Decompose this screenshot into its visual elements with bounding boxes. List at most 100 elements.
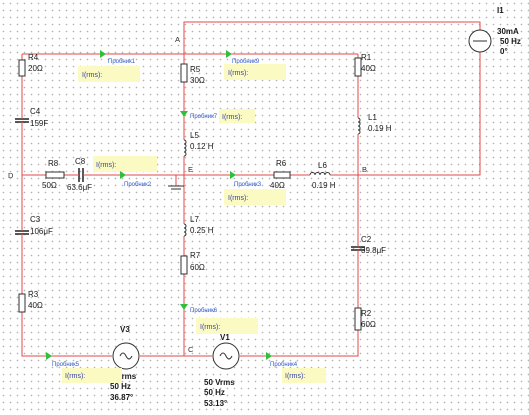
v1-amplitude: 50 Vrms: [204, 378, 235, 387]
probe-2-name: Пробник2: [124, 182, 152, 188]
probe-2[interactable]: Пробник2: [120, 171, 152, 188]
v3-frequency: 50 Hz: [110, 382, 131, 391]
capacitor-c8[interactable]: C8 63.6μF: [67, 157, 92, 192]
probe-4[interactable]: Пробник4 I(rms):: [266, 352, 326, 383]
r8-value: 50Ω: [42, 181, 57, 190]
l7-ref: L7: [190, 215, 199, 224]
probe-9-box: [224, 64, 286, 80]
c2-ref: C2: [361, 235, 372, 244]
current-source-i1[interactable]: I1 30mA 50 Hz 0°: [468, 6, 521, 56]
c3-value: 106μF: [30, 227, 53, 236]
probe-1-name: Пробник1: [108, 59, 136, 65]
probe-7-arrow: [180, 111, 188, 117]
c3-ref: C3: [30, 215, 41, 224]
probe-5-reading: I(rms):: [65, 373, 85, 380]
r4-value: 20Ω: [28, 64, 43, 73]
ground-symbol[interactable]: [168, 185, 184, 190]
r5-value: 30Ω: [190, 76, 205, 85]
wires: [21, 21, 481, 357]
i1-amplitude: 30mA: [497, 27, 519, 36]
r4-ref: R4: [28, 53, 39, 62]
resistor-r8[interactable]: R8 50Ω: [42, 159, 65, 190]
resistor-r4[interactable]: R4 20Ω: [18, 53, 43, 77]
r5-ref: R5: [190, 65, 201, 74]
inductor-l1[interactable]: L1 0.19 H: [357, 113, 392, 136]
probe-6-reading: I(rms):: [200, 324, 220, 331]
resistor-r2[interactable]: R2 60Ω: [354, 307, 376, 331]
probe-8[interactable]: I(rms):: [93, 156, 157, 172]
capacitor-c3[interactable]: C3 106μF: [15, 215, 53, 240]
r7-value: 60Ω: [190, 263, 205, 272]
probe-4-reading: I(rms):: [285, 373, 305, 380]
probe-6-name: Пробник6: [190, 308, 218, 314]
resistor-r1[interactable]: R1 40Ω: [354, 53, 376, 77]
probe-5-box: [62, 368, 122, 383]
c4-ref: C4: [30, 107, 41, 116]
l6-value: 0.19 H: [312, 181, 336, 190]
probe-9-arrow: [226, 50, 232, 58]
probe-3-reading: I(rms):: [228, 195, 248, 202]
v3-amplitude: 0 Vrms: [110, 372, 137, 381]
probe-4-arrow: [266, 352, 272, 360]
l6-ref: L6: [318, 161, 327, 170]
probe-9[interactable]: Пробник9 I(rms):: [224, 50, 286, 80]
c4-value: 159F: [30, 119, 48, 128]
voltage-source-v3[interactable]: V3 0 Vrms 50 Hz 36.87°: [110, 325, 140, 402]
node-e-label: E: [188, 165, 193, 174]
node-d-label: D: [8, 171, 14, 180]
capacitor-c2[interactable]: C2 39.8μF: [351, 235, 386, 256]
l5-value: 0.12 H: [190, 142, 214, 151]
inductor-l5[interactable]: L5 0.12 H: [183, 131, 214, 157]
inductor-l7[interactable]: L7 0.25 H: [183, 215, 214, 237]
i1-frequency: 50 Hz: [500, 37, 521, 46]
v3-ref: V3: [120, 325, 130, 334]
v1-frequency: 50 Hz: [204, 388, 225, 397]
probe-5[interactable]: Пробник5 I(rms):: [46, 352, 122, 383]
probe-6-arrow: [180, 304, 188, 310]
probe-9-reading: I(rms):: [228, 70, 248, 77]
resistor-r5[interactable]: R5 30Ω: [180, 63, 205, 85]
probe-7-name: Пробник7: [190, 114, 218, 120]
r1-ref: R1: [361, 53, 372, 62]
r8-ref: R8: [48, 159, 59, 168]
v1-phase: 53.13°: [204, 399, 227, 408]
resistor-r3[interactable]: R3 40Ω: [18, 290, 43, 313]
probe-7-box: [219, 109, 255, 123]
probe-6[interactable]: Пробник6 I(rms):: [180, 304, 258, 334]
probe-5-name: Пробник5: [52, 362, 80, 368]
probe-3-name: Пробник3: [234, 182, 262, 188]
i1-ref: I1: [497, 6, 504, 15]
node-b-label: B: [362, 165, 367, 174]
probe-2-arrow: [120, 171, 126, 179]
r2-value: 60Ω: [361, 320, 376, 329]
probe-1-box: [78, 66, 140, 82]
resistor-r6[interactable]: R6 40Ω: [270, 159, 291, 190]
v1-ref: V1: [220, 333, 230, 342]
probe-8-box: [93, 156, 157, 172]
probe-7-reading: I(rms):: [222, 114, 242, 121]
probe-3[interactable]: Пробник3 I(rms):: [224, 171, 286, 205]
r1-value: 40Ω: [361, 64, 376, 73]
v3-phase: 36.87°: [110, 393, 133, 402]
probe-8-reading: I(rms):: [96, 162, 116, 169]
probe-3-arrow: [230, 171, 236, 179]
probe-1[interactable]: Пробник1 I(rms):: [78, 50, 140, 82]
node-a-label: A: [175, 35, 180, 44]
probe-7[interactable]: Пробник7 I(rms):: [180, 109, 255, 123]
inductor-l6[interactable]: L6 0.19 H: [309, 161, 336, 190]
probe-3-box: [224, 189, 286, 205]
probe-9-name: Пробник9: [232, 59, 260, 65]
r6-ref: R6: [276, 159, 287, 168]
probe-4-name: Пробник4: [270, 362, 298, 368]
voltage-source-v1[interactable]: V1 50 Vrms 50 Hz 53.13°: [204, 333, 240, 408]
probe-1-reading: I(rms):: [82, 72, 102, 79]
resistor-r7[interactable]: R7 60Ω: [180, 251, 205, 275]
r3-value: 40Ω: [28, 301, 43, 310]
c2-value: 39.8μF: [361, 246, 386, 255]
r2-ref: R2: [361, 309, 372, 318]
r6-value: 40Ω: [270, 181, 285, 190]
i1-phase: 0°: [500, 47, 508, 56]
capacitor-c4[interactable]: C4 159F: [15, 107, 48, 130]
probe-6-box: [196, 318, 258, 334]
